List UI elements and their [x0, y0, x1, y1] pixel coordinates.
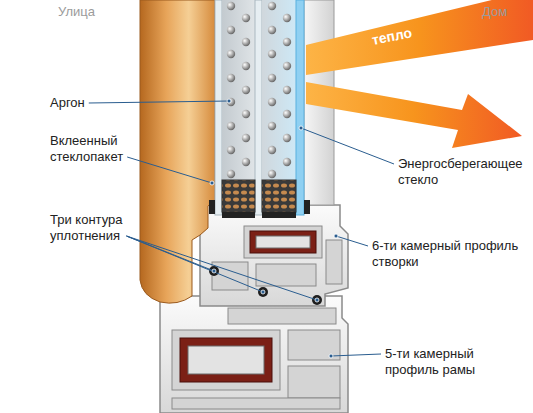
glass-seal [304, 200, 310, 214]
reinforcement-hollow [188, 346, 264, 374]
leader-line [336, 236, 368, 246]
leader-dot [299, 126, 303, 130]
gas-chamber [262, 0, 296, 180]
leader-dot [261, 290, 265, 294]
leader-dot [334, 234, 338, 238]
side-label: Дом [482, 4, 507, 20]
glass-pane [215, 0, 222, 215]
energy-glass [296, 0, 304, 215]
spacer [262, 180, 296, 212]
part-label: Три контура уплотнения [50, 212, 150, 244]
leader-dot [315, 298, 319, 302]
reinforcement-hollow [256, 236, 310, 248]
part-label: Энергосберегающее стекло [398, 156, 532, 188]
leader-dot [227, 99, 231, 103]
leader-line [89, 101, 229, 103]
frame-chamber [228, 308, 336, 324]
steel-reinforcement [250, 231, 316, 253]
leader-dot [329, 354, 333, 358]
leader-line [126, 236, 317, 300]
sash-chamber [326, 240, 342, 284]
part-label: Аргон [50, 95, 85, 111]
rubber-seal [312, 295, 322, 305]
glass-seal [209, 200, 215, 214]
arrow-label: тепло [370, 24, 413, 47]
side-label: Улица [58, 4, 95, 20]
leader-dot [210, 181, 214, 185]
frame-chamber [288, 330, 340, 360]
leader-dot [212, 269, 216, 273]
frame-chamber [172, 330, 280, 390]
sealant [222, 212, 255, 218]
heat-arrow [306, 82, 522, 148]
sash-profile [200, 205, 348, 306]
steel-reinforcement [180, 338, 272, 382]
glass-pane [255, 0, 262, 215]
argon-dots [262, 0, 296, 180]
heat-band [306, 0, 533, 75]
part-label: 6-ти камерный профиль створки [372, 238, 522, 270]
wood-cladding [140, 0, 215, 303]
part-label: 5-ти камерный профиль рамы [385, 346, 525, 378]
sealant [262, 212, 296, 218]
part-label: Вклеенный стеклопакет [50, 133, 150, 165]
sash-chamber [244, 226, 322, 258]
spacer [222, 180, 255, 212]
frame-profile [160, 296, 348, 413]
rubber-seal [258, 287, 268, 297]
frame-chamber [172, 398, 340, 409]
gas-chamber [222, 0, 255, 180]
leader-line [301, 128, 394, 164]
leader-line [126, 236, 263, 292]
leader-line [331, 354, 381, 356]
leader-line [127, 157, 212, 183]
frame-chamber [288, 366, 340, 398]
argon-dots [222, 0, 255, 180]
